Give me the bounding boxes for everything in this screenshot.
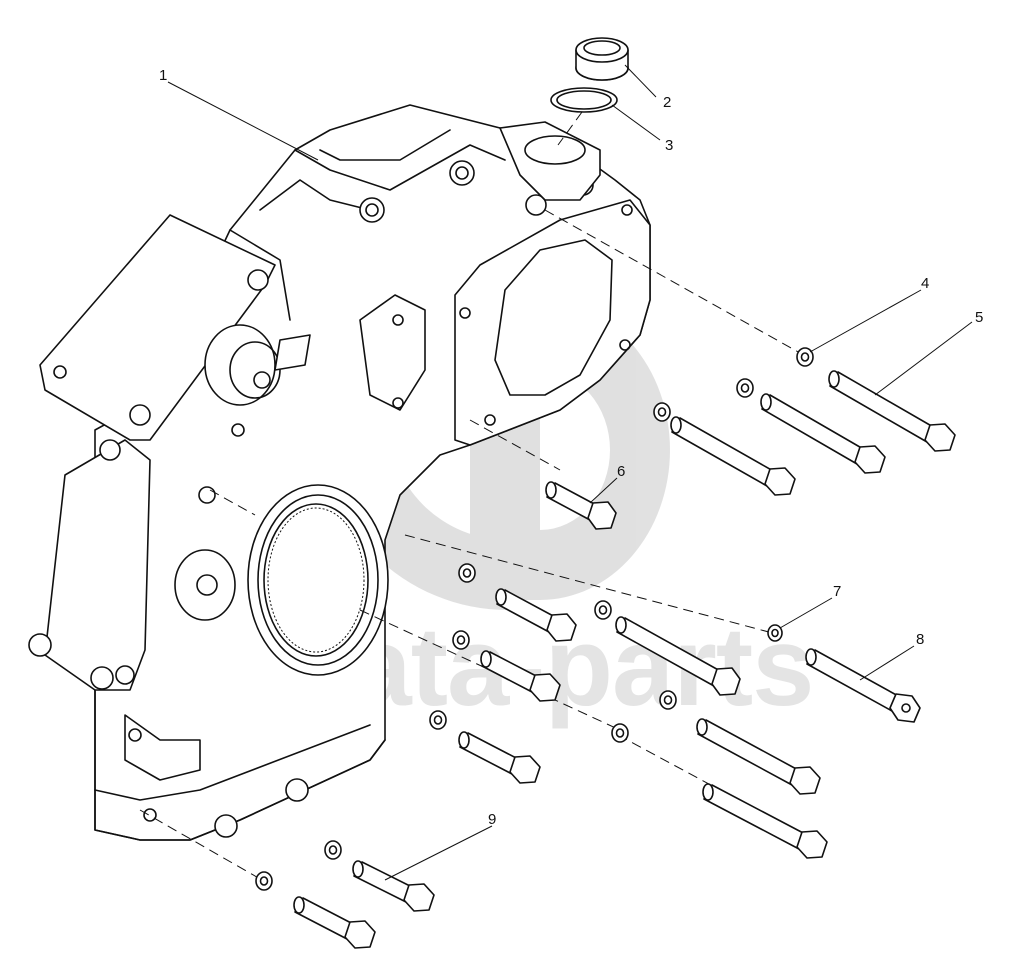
callout-8: 8	[916, 631, 924, 648]
bolt	[805, 648, 921, 723]
callout-6: 6	[617, 463, 625, 480]
callout-4: 4	[921, 275, 929, 292]
washer	[659, 690, 677, 710]
callout-1: 1	[159, 67, 167, 84]
washer	[324, 840, 342, 860]
callout-5: 5	[975, 309, 983, 326]
leader-lines	[167, 64, 973, 881]
washer	[653, 402, 671, 422]
bolt	[458, 731, 541, 784]
bolt	[696, 718, 821, 795]
bolt	[760, 393, 886, 474]
washer	[429, 710, 447, 730]
bolt	[828, 370, 956, 452]
washer-group	[255, 347, 814, 891]
washer	[796, 347, 814, 367]
filler-cap	[575, 37, 629, 81]
bolt-group	[293, 370, 956, 949]
o-ring	[550, 87, 618, 113]
washer	[458, 563, 476, 583]
washer	[767, 624, 783, 642]
washer	[255, 871, 273, 891]
bolt	[702, 783, 828, 859]
callout-7: 7	[833, 583, 841, 600]
bolt	[615, 616, 741, 696]
bolt	[480, 650, 561, 702]
callout-9: 9	[488, 811, 496, 828]
callout-3: 3	[665, 137, 673, 154]
bolt	[495, 588, 577, 642]
washer	[736, 378, 754, 398]
bolt	[545, 481, 617, 530]
bolt	[670, 416, 796, 496]
callouts: 1 2 3 4 5 6 7 8 9	[159, 67, 983, 828]
washer	[611, 723, 629, 743]
gear-housing	[28, 104, 651, 841]
bolt	[293, 896, 376, 949]
washer	[594, 600, 612, 620]
callout-2: 2	[663, 94, 671, 111]
assembly-axes	[139, 111, 801, 881]
washer	[452, 630, 470, 650]
bolt	[352, 860, 435, 912]
